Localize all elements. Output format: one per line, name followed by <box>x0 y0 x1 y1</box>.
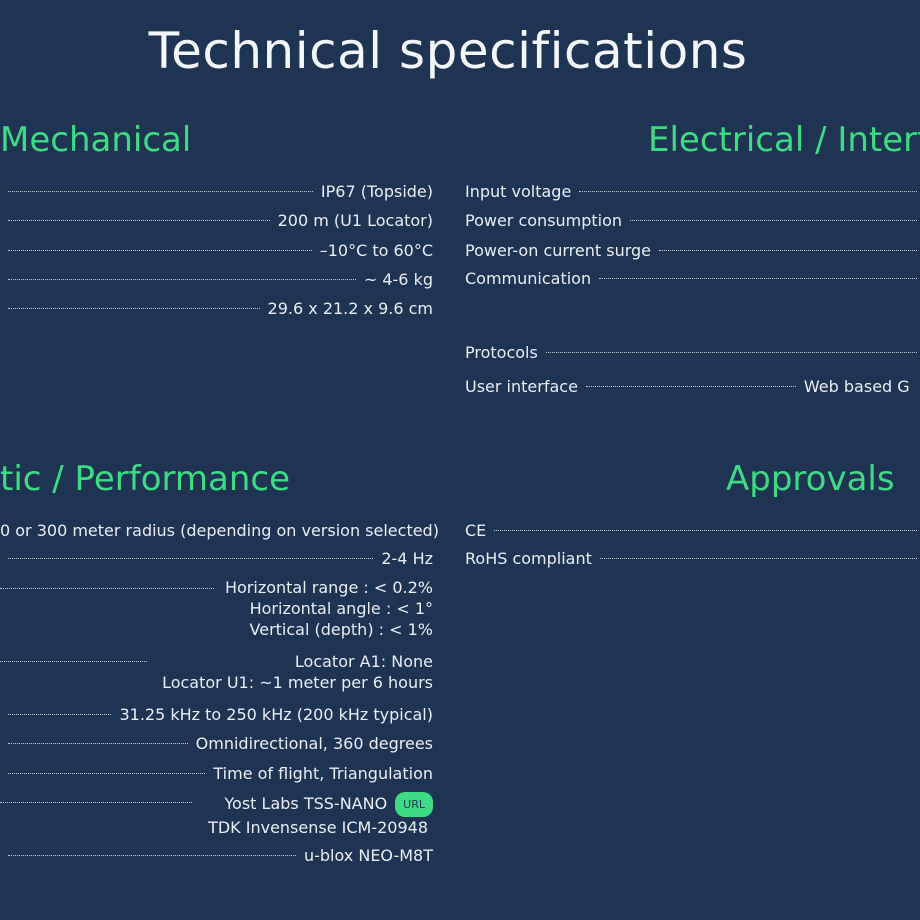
spec-value-accuracy: Horizontal range : < 0.2% Horizontal ang… <box>225 577 433 640</box>
spec-row: Communication <box>465 267 920 289</box>
spec-row: IP67 (Topside) <box>0 180 433 202</box>
dot-leader <box>579 190 917 192</box>
dot-leader <box>8 772 206 774</box>
spec-row: Protocols <box>465 341 920 363</box>
dot-leader <box>630 219 917 221</box>
section-title-approvals: Approvals <box>726 459 895 499</box>
spec-row: User interface Web based G <box>465 375 920 397</box>
spec-value: u-blox NEO-M8T <box>303 845 433 865</box>
section-title-acoustic: tic / Performance <box>0 459 290 499</box>
spec-label: RoHS compliant <box>465 548 592 568</box>
spec-row: Time of flight, Triangulation <box>0 762 433 784</box>
spec-label: CE <box>465 520 487 540</box>
section-title-mechanical: Mechanical <box>0 120 192 160</box>
page-title: Technical specifications <box>148 22 748 80</box>
spec-row: 29.6 x 21.2 x 9.6 cm <box>0 297 433 319</box>
spec-label: Input voltage <box>465 181 572 201</box>
spec-value: –10°C to 60°C <box>319 240 433 260</box>
spec-value: 2-4 Hz <box>381 548 433 568</box>
spec-row: u-blox NEO-M8T <box>0 844 433 866</box>
dot-leader <box>0 802 192 803</box>
spec-row: Power consumption <box>465 209 920 231</box>
spec-row: CE <box>465 519 920 541</box>
spec-value-line: Locator U1: ~1 meter per 6 hours <box>162 673 433 692</box>
spec-label: Protocols <box>465 342 538 362</box>
spec-value: Time of flight, Triangulation <box>213 763 433 783</box>
spec-label: User interface <box>465 376 578 396</box>
dot-leader <box>545 351 917 353</box>
dot-leader <box>599 557 917 559</box>
spec-value: 0 or 300 meter radius (depending on vers… <box>0 520 439 540</box>
dot-leader <box>8 249 312 251</box>
spec-row: 200 m (U1 Locator) <box>0 209 433 231</box>
spec-value: 29.6 x 21.2 x 9.6 cm <box>267 298 433 318</box>
spec-value: Web based G <box>803 376 910 396</box>
spec-value-line: Yost Labs TSS-NANO <box>224 794 388 813</box>
dot-leader <box>0 661 147 662</box>
dot-leader <box>494 529 917 531</box>
spec-row: RoHS compliant <box>465 547 920 569</box>
spec-value: 31.25 kHz to 250 kHz (200 kHz typical) <box>119 704 433 724</box>
spec-value-line: TDK Invensense ICM-20948 <box>208 818 428 837</box>
spec-row: 31.25 kHz to 250 kHz (200 kHz typical) <box>0 703 433 725</box>
spec-row: Omnidirectional, 360 degrees <box>0 732 433 754</box>
spec-value-line: Horizontal range : < 0.2% <box>224 578 433 597</box>
dot-leader <box>659 249 917 251</box>
dot-leader <box>8 190 313 192</box>
dot-leader <box>8 307 260 309</box>
url-badge[interactable]: URL <box>395 792 433 817</box>
spec-value-drift: Locator A1: None Locator U1: ~1 meter pe… <box>162 651 433 693</box>
dot-leader <box>8 742 188 744</box>
spec-value: 200 m (U1 Locator) <box>277 210 433 230</box>
dot-leader <box>599 277 917 279</box>
spec-value-line: Vertical (depth) : < 1% <box>249 620 433 639</box>
spec-value-imu: Yost Labs TSS-NANO URL TDK Invensense ICM… <box>208 792 433 838</box>
spec-value-line: Horizontal angle : < 1° <box>249 599 433 618</box>
spec-value: Omnidirectional, 360 degrees <box>195 733 433 753</box>
dot-leader <box>8 278 356 280</box>
spec-row: ~ 4-6 kg <box>0 268 433 290</box>
spec-label: Power-on current surge <box>465 240 652 260</box>
spec-row: 0 or 300 meter radius (depending on vers… <box>0 519 439 541</box>
spec-row: Power-on current surge <box>465 239 920 261</box>
dot-leader <box>8 713 112 715</box>
dot-leader <box>0 588 214 589</box>
spec-label: Communication <box>465 268 592 288</box>
dot-leader <box>585 385 796 387</box>
spec-row: 2-4 Hz <box>0 547 433 569</box>
spec-value: IP67 (Topside) <box>320 181 433 201</box>
section-title-electrical: Electrical / Interfa <box>648 120 920 160</box>
spec-label: Power consumption <box>465 210 623 230</box>
spec-value-line: Locator A1: None <box>294 652 433 671</box>
dot-leader <box>8 219 270 221</box>
dot-leader <box>8 557 374 559</box>
spec-value: ~ 4-6 kg <box>363 269 433 289</box>
spec-row: –10°C to 60°C <box>0 239 433 261</box>
spec-row: Input voltage <box>465 180 920 202</box>
dot-leader <box>8 854 296 856</box>
